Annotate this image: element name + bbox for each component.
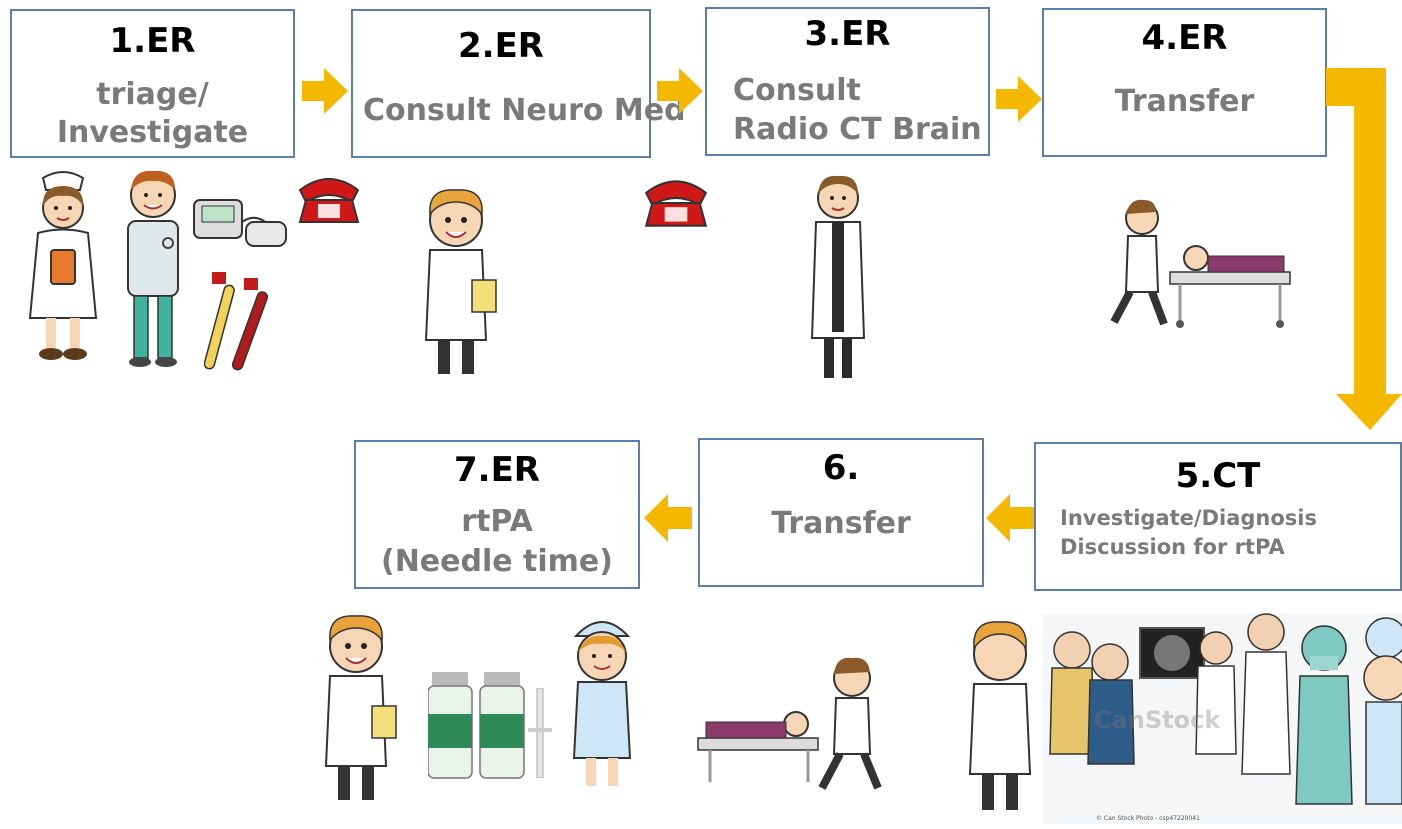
doctor-icon (127, 170, 179, 367)
arrow-6-to-7-icon (644, 494, 692, 542)
step-5-box: 5.CT Investigate/Diagnosis Discussion fo… (1034, 442, 1402, 591)
arrow-1-to-2-icon (302, 68, 348, 114)
step-2-label-line1: Consult Neuro Med (363, 93, 686, 128)
step-2-number: 2.ER (458, 26, 544, 66)
step-3-box: 3.ER Consult Radio CT Brain (705, 7, 990, 156)
ct-team-icon (968, 613, 1402, 824)
nurse-2-icon (572, 621, 632, 786)
bp-monitor-icon (193, 199, 287, 247)
step-7-label-line1: rtPA (461, 504, 533, 539)
arrow-4-to-5-icon (1326, 68, 1402, 430)
step-1-box: 1.ER triage/ Investigate (10, 9, 295, 158)
step-2-box: 2.ER Consult Neuro Med (351, 9, 686, 158)
arrow-2-to-3-icon (657, 68, 703, 114)
step-7-label-line2: (Needle time) (380, 544, 613, 579)
blood-tubes-icon (204, 272, 269, 371)
stretcher-transfer-icon (1110, 199, 1291, 328)
arrow-3-to-4-icon (996, 76, 1042, 122)
step-6-box: 6. Transfer (698, 438, 984, 587)
step-1-label-line2: Investigate (56, 115, 249, 150)
step-6-label-line1: Transfer (771, 506, 911, 541)
step-7-number: 7.ER (454, 450, 540, 490)
step-4-box: 4.ER Transfer (1042, 8, 1327, 157)
step-7-box: 7.ER rtPA (Needle time) (354, 440, 640, 589)
step-4-number: 4.ER (1141, 18, 1228, 58)
rtpa-vials-icon (428, 672, 525, 779)
stretcher-transfer-2-icon (697, 657, 882, 790)
radiologist-icon (810, 175, 866, 378)
step-4-label-line1: Transfer (1114, 84, 1255, 119)
step-1-label-line1: triage/ (96, 77, 209, 112)
telephone-icon (298, 178, 360, 223)
watermark-text: CanStock (1094, 706, 1221, 734)
syringe-icon (528, 688, 552, 778)
arrow-5-to-6-icon (986, 494, 1034, 542)
step-1-number: 1.ER (109, 21, 196, 61)
step-5-label-line1: Investigate/Diagnosis (1060, 506, 1317, 530)
nurse-icon (28, 171, 98, 360)
step-5-number: 5.CT (1175, 456, 1261, 496)
step-5-label-line2: Discussion for rtPA (1060, 535, 1285, 559)
doctor-clipboard-icon (424, 189, 497, 374)
step-3-label-line2: Radio CT Brain (733, 112, 982, 147)
step-3-number: 3.ER (804, 14, 891, 54)
step-6-number: 6. (822, 448, 860, 488)
doctor-clipboard-2-icon (324, 615, 397, 800)
credit-text: © Can Stock Photo - csp47220041 (1096, 815, 1200, 822)
telephone-2-icon (644, 180, 708, 227)
step-3-label-line1: Consult (733, 73, 861, 108)
